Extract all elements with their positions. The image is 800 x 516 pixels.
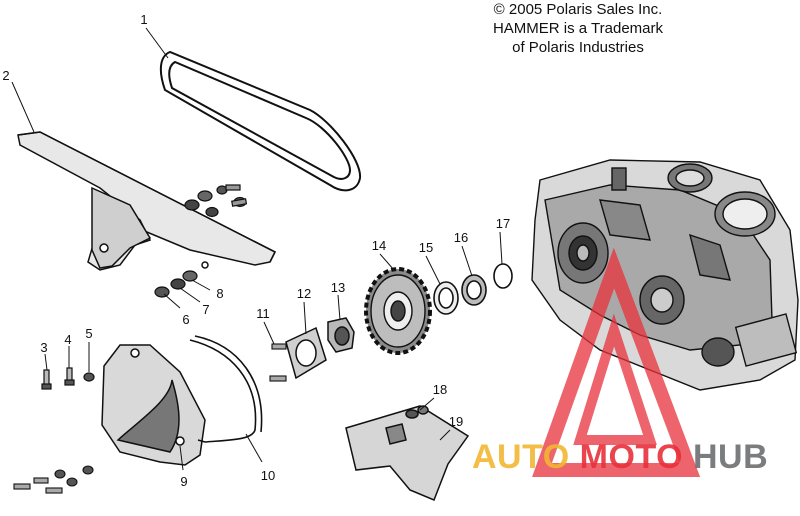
callout-19: 19 (449, 414, 463, 429)
callout-13: 13 (331, 280, 345, 295)
callout-2: 2 (2, 68, 9, 83)
copyright-line-1: © 2005 Polaris Sales Inc. (493, 1, 663, 18)
plate-bolts (269, 343, 287, 382)
gasket (189, 335, 263, 443)
callout-18: 18 (433, 382, 447, 397)
callout-14: 14 (372, 238, 386, 253)
drive-sprocket (364, 267, 432, 355)
callout-numbers: 1 2 3 4 5 6 7 8 9 10 11 12 13 14 15 16 1… (2, 12, 510, 489)
callout-1: 1 (140, 12, 147, 27)
callout-8: 8 (216, 286, 223, 301)
bearing-rings (433, 263, 513, 315)
small-bolts (41, 367, 95, 390)
callout-11: 11 (256, 306, 270, 321)
callout-12: 12 (297, 286, 311, 301)
watermark-moto: MOTO (580, 438, 683, 476)
copyright-line-2: HAMMER is a Trademark (492, 20, 664, 37)
watermark-hub: HUB (693, 438, 768, 476)
retainer-plate (285, 326, 327, 380)
belt-guard (17, 131, 277, 271)
copyright-notice: © 2005 Polaris Sales Inc. HAMMER is a Tr… (448, 0, 708, 57)
lower-cover (101, 344, 206, 466)
drive-belt (159, 50, 362, 192)
engine-assembly (531, 159, 799, 391)
copyright-line-3: of Polaris Industries (512, 39, 644, 56)
callout-17: 17 (496, 216, 510, 231)
guard-fasteners (154, 184, 248, 298)
watermark: AUTO MOTO HUB (472, 247, 768, 477)
callout-9: 9 (180, 474, 187, 489)
callout-15: 15 (419, 240, 433, 255)
callout-10: 10 (261, 468, 275, 483)
warning-triangle-logo (532, 247, 701, 477)
watermark-brand-text: AUTO MOTO HUB (472, 438, 768, 476)
mount-bracket (345, 405, 470, 501)
callout-4: 4 (64, 332, 71, 347)
hex-nut (327, 317, 355, 353)
callout-7: 7 (202, 302, 209, 317)
callout-3: 3 (40, 340, 47, 355)
callout-6: 6 (182, 312, 189, 327)
leader-lines (11, 27, 503, 471)
cover-fasteners (13, 465, 94, 494)
svg-text:AUTO MOTO HUB: AUTO MOTO HUB (472, 438, 768, 476)
callout-16: 16 (454, 230, 468, 245)
watermark-auto: AUTO (472, 438, 570, 476)
callout-5: 5 (85, 326, 92, 341)
